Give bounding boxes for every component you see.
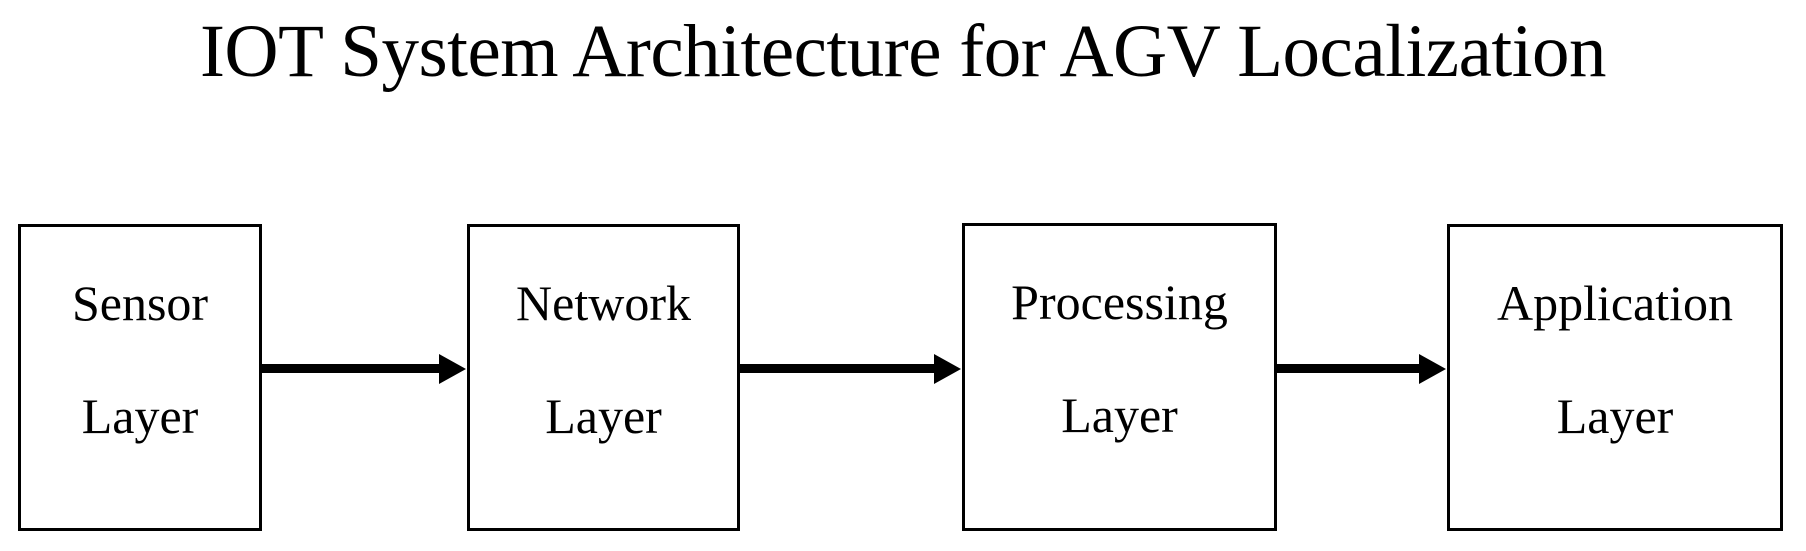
arrowhead-right-icon: [1419, 353, 1446, 384]
layer-box-processing-inner: Processing Layer: [965, 226, 1274, 472]
flow-arrow-network-to-processing: [740, 353, 961, 384]
arrowhead-right-icon: [439, 353, 466, 384]
layer-label-network-line1: Network: [516, 275, 691, 331]
layer-box-network: Network Layer: [467, 224, 740, 531]
flow-arrow-processing-to-application: [1276, 353, 1446, 384]
layer-label-processing-line1: Processing: [1011, 274, 1228, 330]
arrowhead-right-icon: [934, 353, 961, 384]
layer-label-network-line2: Layer: [545, 388, 662, 444]
layer-box-sensor-inner: Sensor Layer: [21, 227, 259, 473]
layer-label-application-line2: Layer: [1556, 388, 1674, 444]
diagram-title: IOT System Architecture for AGV Localiza…: [199, 10, 1607, 93]
layer-box-application-inner: Application Layer: [1450, 227, 1780, 473]
flow-arrow-sensor-to-network: [262, 353, 466, 384]
layer-box-network-inner: Network Layer: [470, 227, 737, 473]
layer-label-processing-line2: Layer: [1061, 387, 1178, 443]
layer-label-sensor-line2: Layer: [81, 388, 199, 444]
layer-label-sensor-line1: Sensor: [71, 275, 209, 331]
layer-box-application: Application Layer: [1447, 224, 1783, 531]
layer-box-processing: Processing Layer: [962, 223, 1277, 531]
layer-label-application-line1: Application: [1496, 275, 1734, 331]
layer-box-sensor: Sensor Layer: [18, 224, 262, 531]
